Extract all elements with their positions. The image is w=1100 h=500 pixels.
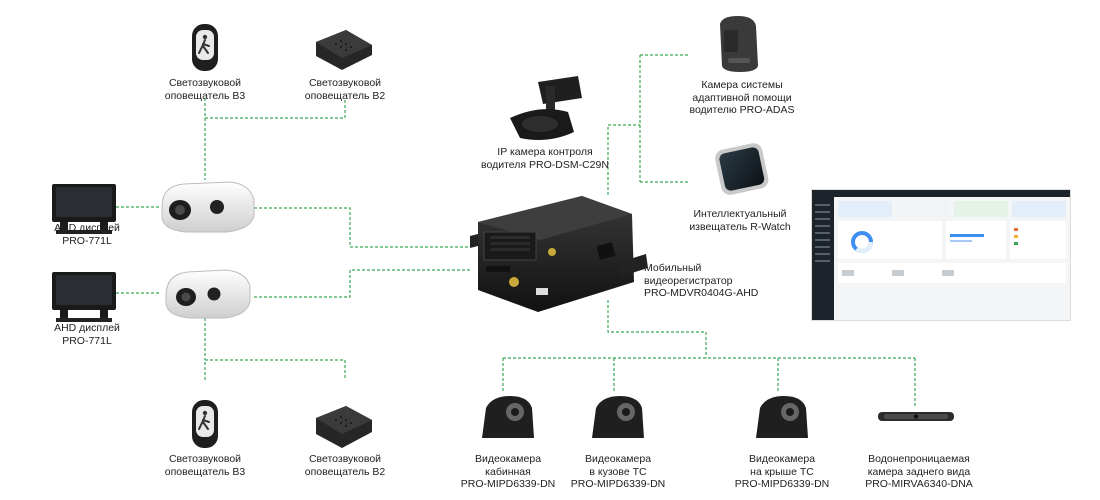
signal-b3-top [192, 24, 218, 71]
wire-dvr-right-trunk [607, 124, 640, 195]
cam-body [592, 396, 644, 438]
connectors [116, 54, 916, 406]
dome-camera-bottom [165, 269, 251, 319]
signal-b2-bottom [316, 406, 372, 448]
display-top [52, 184, 116, 234]
dvr [470, 196, 648, 312]
signal-b2-top [316, 30, 372, 70]
monitoring-dashboard-screenshot [812, 190, 1070, 320]
rwatch [715, 143, 769, 195]
wire-dvr-bottom [607, 300, 707, 358]
cam-roof [756, 396, 808, 438]
rear-view-bar-camera-icon [878, 412, 954, 421]
monitor-icon [52, 272, 116, 322]
smart-watch-icon [715, 143, 769, 195]
adas-camera [720, 16, 758, 72]
dsm-camera [510, 76, 582, 140]
monitoring-dashboard-screenshot-icon [812, 190, 1070, 320]
dome-camera-icon [592, 396, 644, 438]
cam-cabin [482, 396, 534, 438]
cam-rear [878, 412, 954, 421]
driver-monitoring-camera-icon [510, 76, 582, 140]
dome-camera-icon [756, 396, 808, 438]
signal-b3-bottom [192, 400, 218, 448]
dome-camera-icon [161, 181, 255, 233]
monitor-icon [52, 184, 116, 234]
wire-top-signals [204, 98, 346, 119]
dome-camera-top [161, 181, 255, 233]
wire-dome-top-dvr [254, 207, 470, 248]
wire-bottom-signals [204, 359, 346, 380]
wire-dome-bottom-dvr [254, 269, 470, 298]
mobile-dvr-icon [470, 196, 648, 312]
display-bottom [52, 272, 116, 322]
